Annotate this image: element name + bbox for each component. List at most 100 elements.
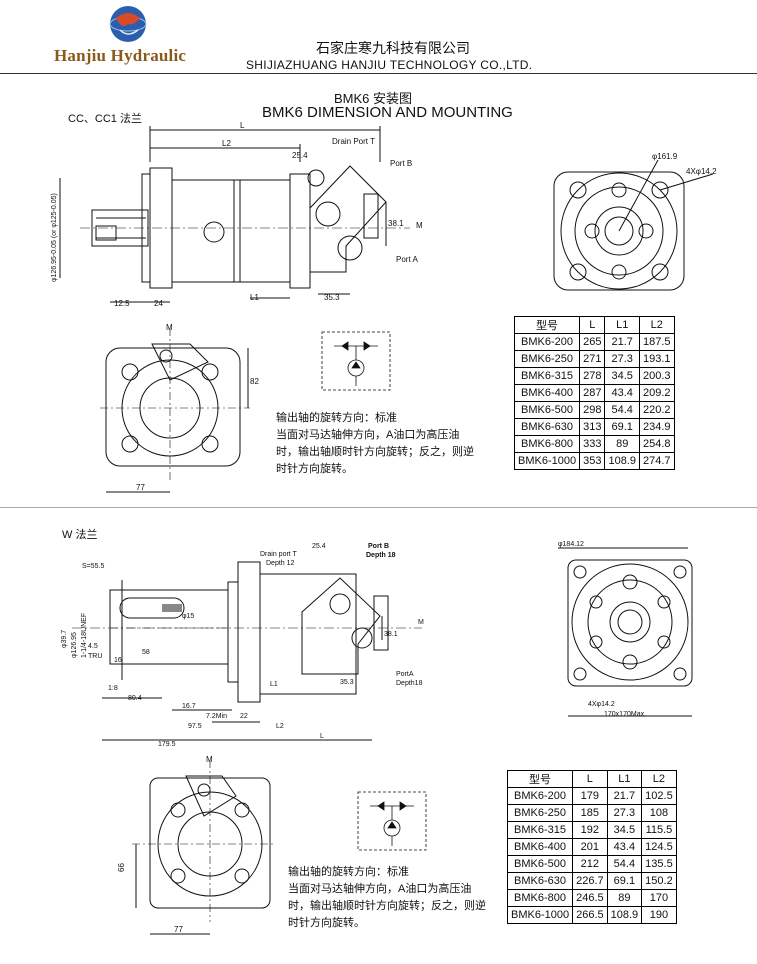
- cell-L2: 200.3: [638, 367, 675, 385]
- col-model: 型号: [506, 770, 574, 788]
- section1-front-view-drawing: M 82 77: [100, 323, 259, 493]
- cell-L1: 34.5: [604, 367, 640, 385]
- dim-16: 16: [114, 657, 122, 664]
- label-depth-12: Depth 12: [266, 560, 295, 567]
- cell-L: 192: [572, 821, 608, 839]
- dim-16-7: 16.7: [182, 703, 196, 710]
- cell-L: 287: [579, 384, 606, 402]
- col-L1: L1: [606, 770, 643, 788]
- dim-L1: L1: [250, 293, 259, 302]
- cell-L2: 234.9: [638, 418, 675, 436]
- cell-L: 313: [579, 418, 606, 436]
- dim-1-8: 1:8: [108, 685, 118, 692]
- section1-rotation-note: 输出轴的旋转方向：标准 当面对马达轴伸方向，A油口为高压油 时，输出轴顺时针方向…: [276, 410, 474, 478]
- cell-model: BMK6-630: [506, 872, 574, 890]
- cell-L2: 187.5: [638, 333, 675, 351]
- label-depth-a: Depth18: [396, 680, 423, 687]
- dim-L1: L1: [270, 681, 278, 688]
- label-depth-b: Depth 18: [366, 552, 396, 559]
- col-L2: L2: [641, 770, 677, 788]
- cell-model: BMK6-500: [513, 401, 581, 419]
- col-L2: L2: [638, 316, 675, 334]
- section1-end-view-drawing: φ161.9 4Xφ14.2: [553, 152, 717, 291]
- cell-L2: 170: [641, 889, 677, 907]
- table-header-row: 型号 L L1 L2: [513, 316, 675, 334]
- front-label-M: M: [206, 755, 213, 764]
- label-tru: TRU: [88, 653, 102, 660]
- section1-side-view-drawing: L L2 25.4 Drain Port T Port B Port A 38.…: [51, 121, 423, 308]
- dim-179-5: 179.5: [158, 741, 176, 748]
- dim-L: L: [240, 121, 245, 130]
- cell-L1: 89: [604, 435, 640, 453]
- cell-L1: 21.7: [604, 333, 640, 351]
- cell-L2: 150.2: [641, 872, 677, 890]
- cell-L2: 254.8: [638, 435, 675, 453]
- dim-unef: 1-1/4-18UNEF: [81, 613, 88, 658]
- header-divider: [0, 73, 757, 74]
- label-port-a: PortA: [396, 671, 414, 678]
- cell-L1: 21.7: [606, 787, 643, 805]
- cell-L: 298: [579, 401, 606, 419]
- cell-L1: 43.4: [606, 838, 643, 856]
- dim-77: 77: [136, 483, 145, 492]
- dim-24: 24: [154, 299, 163, 308]
- cell-model: BMK6-1000: [506, 906, 574, 924]
- brand-name: Hanjiu Hydraulic: [54, 46, 187, 65]
- note-line: 输出轴的旋转方向：标准: [288, 866, 409, 878]
- cell-model: BMK6-200: [513, 333, 581, 351]
- cell-L1: 43.4: [604, 384, 640, 402]
- dim-25-4: 25.4: [312, 543, 326, 550]
- note-line: 当面对马达轴伸方向，A油口为高压油: [288, 883, 472, 895]
- cell-L2: 209.2: [638, 384, 675, 402]
- col-L: L: [572, 770, 608, 788]
- dim-15: φ15: [182, 613, 194, 620]
- cell-L2: 190: [641, 906, 677, 924]
- dim-38-1: 38.1: [384, 631, 398, 638]
- cell-model: BMK6-315: [506, 821, 574, 839]
- cell-L1: 69.1: [606, 872, 643, 890]
- dim-L2: L2: [222, 139, 231, 148]
- cell-L1: 108.9: [604, 452, 640, 470]
- cell-L: 246.5: [572, 889, 608, 907]
- dim-flange-diameter: φ161.9: [652, 152, 678, 161]
- note-line: 时针方向旋转。: [276, 463, 353, 475]
- cell-L: 266.5: [572, 906, 608, 924]
- section2-label: W 法兰: [62, 529, 98, 541]
- dim-39-7: φ39.7: [61, 630, 68, 648]
- section1-hydraulic-symbol: [321, 331, 391, 391]
- company-logo-globe: [109, 6, 147, 42]
- label-M: M: [418, 619, 424, 626]
- cell-L1: 89: [606, 889, 643, 907]
- label-drain-port: Drain Port T: [332, 137, 375, 146]
- cell-model: BMK6-315: [513, 367, 581, 385]
- cell-model: BMK6-800: [513, 435, 581, 453]
- note-line: 时，输出轴顺时针方向旋转；反之，则逆: [288, 900, 486, 912]
- section-divider: [0, 507, 757, 508]
- cell-L1: 27.3: [604, 350, 640, 368]
- label-port-b: Port B: [368, 543, 389, 550]
- dim-38-1: 38.1: [388, 219, 404, 228]
- cell-model: BMK6-630: [513, 418, 581, 436]
- dim-35-3: 35.3: [324, 293, 340, 302]
- dim-bolt-holes: 4Xφ14.2: [686, 167, 717, 176]
- dim-7-2min: 7.2Min: [206, 713, 227, 720]
- col-L: L: [579, 316, 606, 334]
- dim-L2: L2: [276, 723, 284, 730]
- dim-12-5: 12.5: [114, 299, 130, 308]
- dim-77: 77: [174, 925, 183, 934]
- cell-L: 353: [579, 452, 606, 470]
- cell-L: 201: [572, 838, 608, 856]
- dim-25-4: 25.4: [292, 151, 308, 160]
- cell-L1: 27.3: [606, 804, 643, 822]
